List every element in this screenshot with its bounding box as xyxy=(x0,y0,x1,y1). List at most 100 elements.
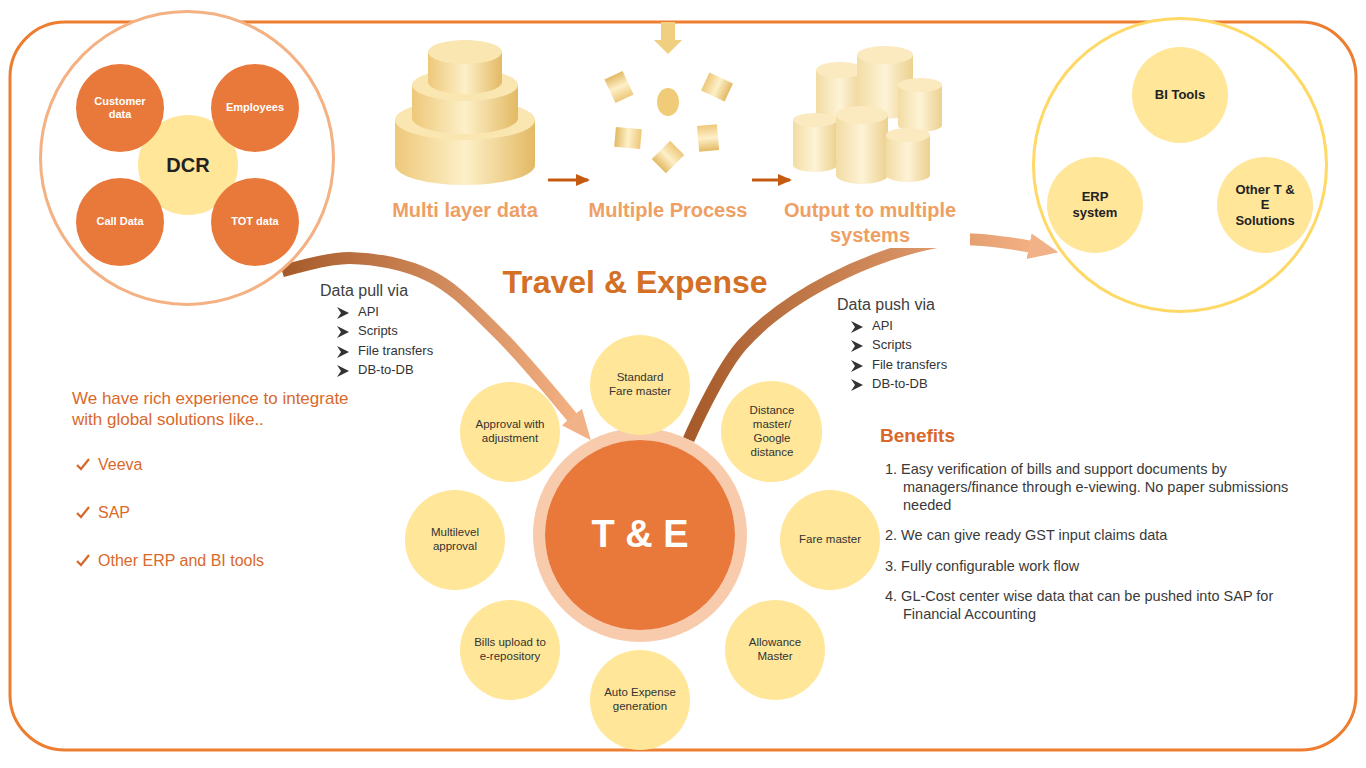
cylinder-top xyxy=(793,113,837,127)
integration-item: SAP xyxy=(98,503,130,523)
circle-fill xyxy=(545,440,735,630)
core-circle: T & E xyxy=(545,440,735,630)
feature-circle: Allowance Master xyxy=(725,600,825,700)
label-row: DB-to-DB xyxy=(850,376,980,392)
label-group: APIScriptsFile transfersDB-to-DB xyxy=(850,318,980,395)
node-label: Standard Fare master xyxy=(604,371,677,399)
cylinder-top xyxy=(816,62,864,78)
label-row: We have rich experience to integrate wit… xyxy=(72,388,372,431)
output-systems-icon xyxy=(793,46,942,184)
diagram-title: Travel & Expense xyxy=(435,264,835,301)
circle-fill xyxy=(590,335,690,435)
cylinder-top xyxy=(886,128,930,142)
process-arrow xyxy=(654,22,682,54)
check-mark xyxy=(76,553,90,567)
benefit-item: 3. Fully configurable work flow xyxy=(885,557,1079,575)
integration-item: Other ERP and BI tools xyxy=(98,551,264,571)
illustration-caption: Multiple Process xyxy=(589,198,748,223)
illustration-caption: Multi layer data xyxy=(392,198,538,223)
check-mark xyxy=(76,457,90,471)
circle-fill xyxy=(1047,157,1143,253)
benefit-item: 1. Easy verification of bills and suppor… xyxy=(885,460,1330,514)
cylinder xyxy=(886,135,930,182)
circle-fill xyxy=(590,650,690,750)
circle-fill xyxy=(405,490,505,590)
label-row: SAP xyxy=(76,503,376,523)
label-row: Other ERP and BI tools xyxy=(76,551,376,571)
bullet-arrow xyxy=(850,378,864,392)
circle-fill xyxy=(211,64,299,152)
process-piece xyxy=(614,127,642,149)
target-circle: Other T & E Solutions xyxy=(1217,157,1313,253)
circle-fill xyxy=(1034,19,1327,312)
node-label: TOT data xyxy=(223,215,287,228)
cylinder-top xyxy=(857,46,913,64)
bullet-shape xyxy=(851,321,863,333)
circle-fill xyxy=(1217,157,1313,253)
method-item: DB-to-DB xyxy=(358,362,414,378)
process-icon xyxy=(604,22,733,173)
label-row: API xyxy=(336,304,466,320)
node-label: BI Tools xyxy=(1145,87,1215,103)
check-stroke xyxy=(77,507,89,517)
circle-fill xyxy=(76,64,164,152)
bullet-arrow xyxy=(336,364,350,378)
node-label: Bills upload to e-repository xyxy=(474,636,547,664)
benefits-heading: Benefits xyxy=(880,424,955,448)
circle-fill xyxy=(211,178,299,266)
cake-tier-top xyxy=(428,40,502,64)
label-row: Veeva xyxy=(76,455,376,475)
check-stroke xyxy=(77,459,89,469)
label-group: Multiple Process xyxy=(583,198,753,223)
label-group: VeevaSAP Other ERP and BI tools xyxy=(76,455,376,599)
circle-fill xyxy=(76,178,164,266)
feature-circle: Standard Fare master xyxy=(590,335,690,435)
label-row: 1. Easy verification of bills and suppor… xyxy=(885,460,1330,514)
process-piece xyxy=(701,72,733,101)
process-piece xyxy=(652,141,685,174)
label-row: 4. GL-Cost center wise data that can be … xyxy=(885,587,1330,623)
feature-circle: Fare master xyxy=(780,490,880,590)
cylinder xyxy=(898,85,942,132)
edge-label: Data push via xyxy=(835,296,937,314)
bullet-shape xyxy=(337,307,349,319)
circle-fill xyxy=(460,382,560,482)
label-row: Scripts xyxy=(336,323,466,339)
flow-arrow xyxy=(548,179,588,182)
bullet-shape xyxy=(851,379,863,391)
label-group: Output to multiple systems xyxy=(770,198,970,248)
circle-fill xyxy=(725,600,825,700)
circle-fill xyxy=(460,600,560,700)
method-item: API xyxy=(358,304,379,320)
benefit-item: 4. GL-Cost center wise data that can be … xyxy=(885,587,1330,623)
process-core xyxy=(657,88,679,116)
bullet-arrow xyxy=(336,325,350,339)
feature-circle: Auto Expense generation xyxy=(590,650,690,750)
core-ring xyxy=(539,434,741,636)
bullet-arrow xyxy=(336,345,350,359)
cylinder xyxy=(836,115,888,184)
method-item: Scripts xyxy=(358,323,398,339)
source-circle: Call Data xyxy=(76,178,164,266)
check-stroke xyxy=(77,555,89,565)
node-label: Customer data xyxy=(88,95,152,121)
label-row: API xyxy=(850,318,980,334)
method-item: Scripts xyxy=(872,337,912,353)
integration-item: Veeva xyxy=(98,455,142,475)
label-group: Benefits xyxy=(880,424,1180,448)
label-row: Multi layer data xyxy=(385,198,545,223)
label-row: 3. Fully configurable work flow xyxy=(885,557,1330,575)
label-row: File transfers xyxy=(336,343,466,359)
node-label: Multilevel approval xyxy=(419,526,492,554)
node-label: Other T & E Solutions xyxy=(1230,182,1300,229)
process-piece xyxy=(604,71,633,103)
node-label: ERP system xyxy=(1060,189,1130,220)
feature-circle: Bills upload to e-repository xyxy=(460,600,560,700)
target-group-circle: BI ToolsERP system Other T & E Solutions xyxy=(1032,17,1328,313)
benefit-item: 2. We can give ready GST input claims da… xyxy=(885,526,1167,544)
bullet-arrow xyxy=(850,359,864,373)
circle-fill xyxy=(780,490,880,590)
circle-fill xyxy=(721,381,822,482)
